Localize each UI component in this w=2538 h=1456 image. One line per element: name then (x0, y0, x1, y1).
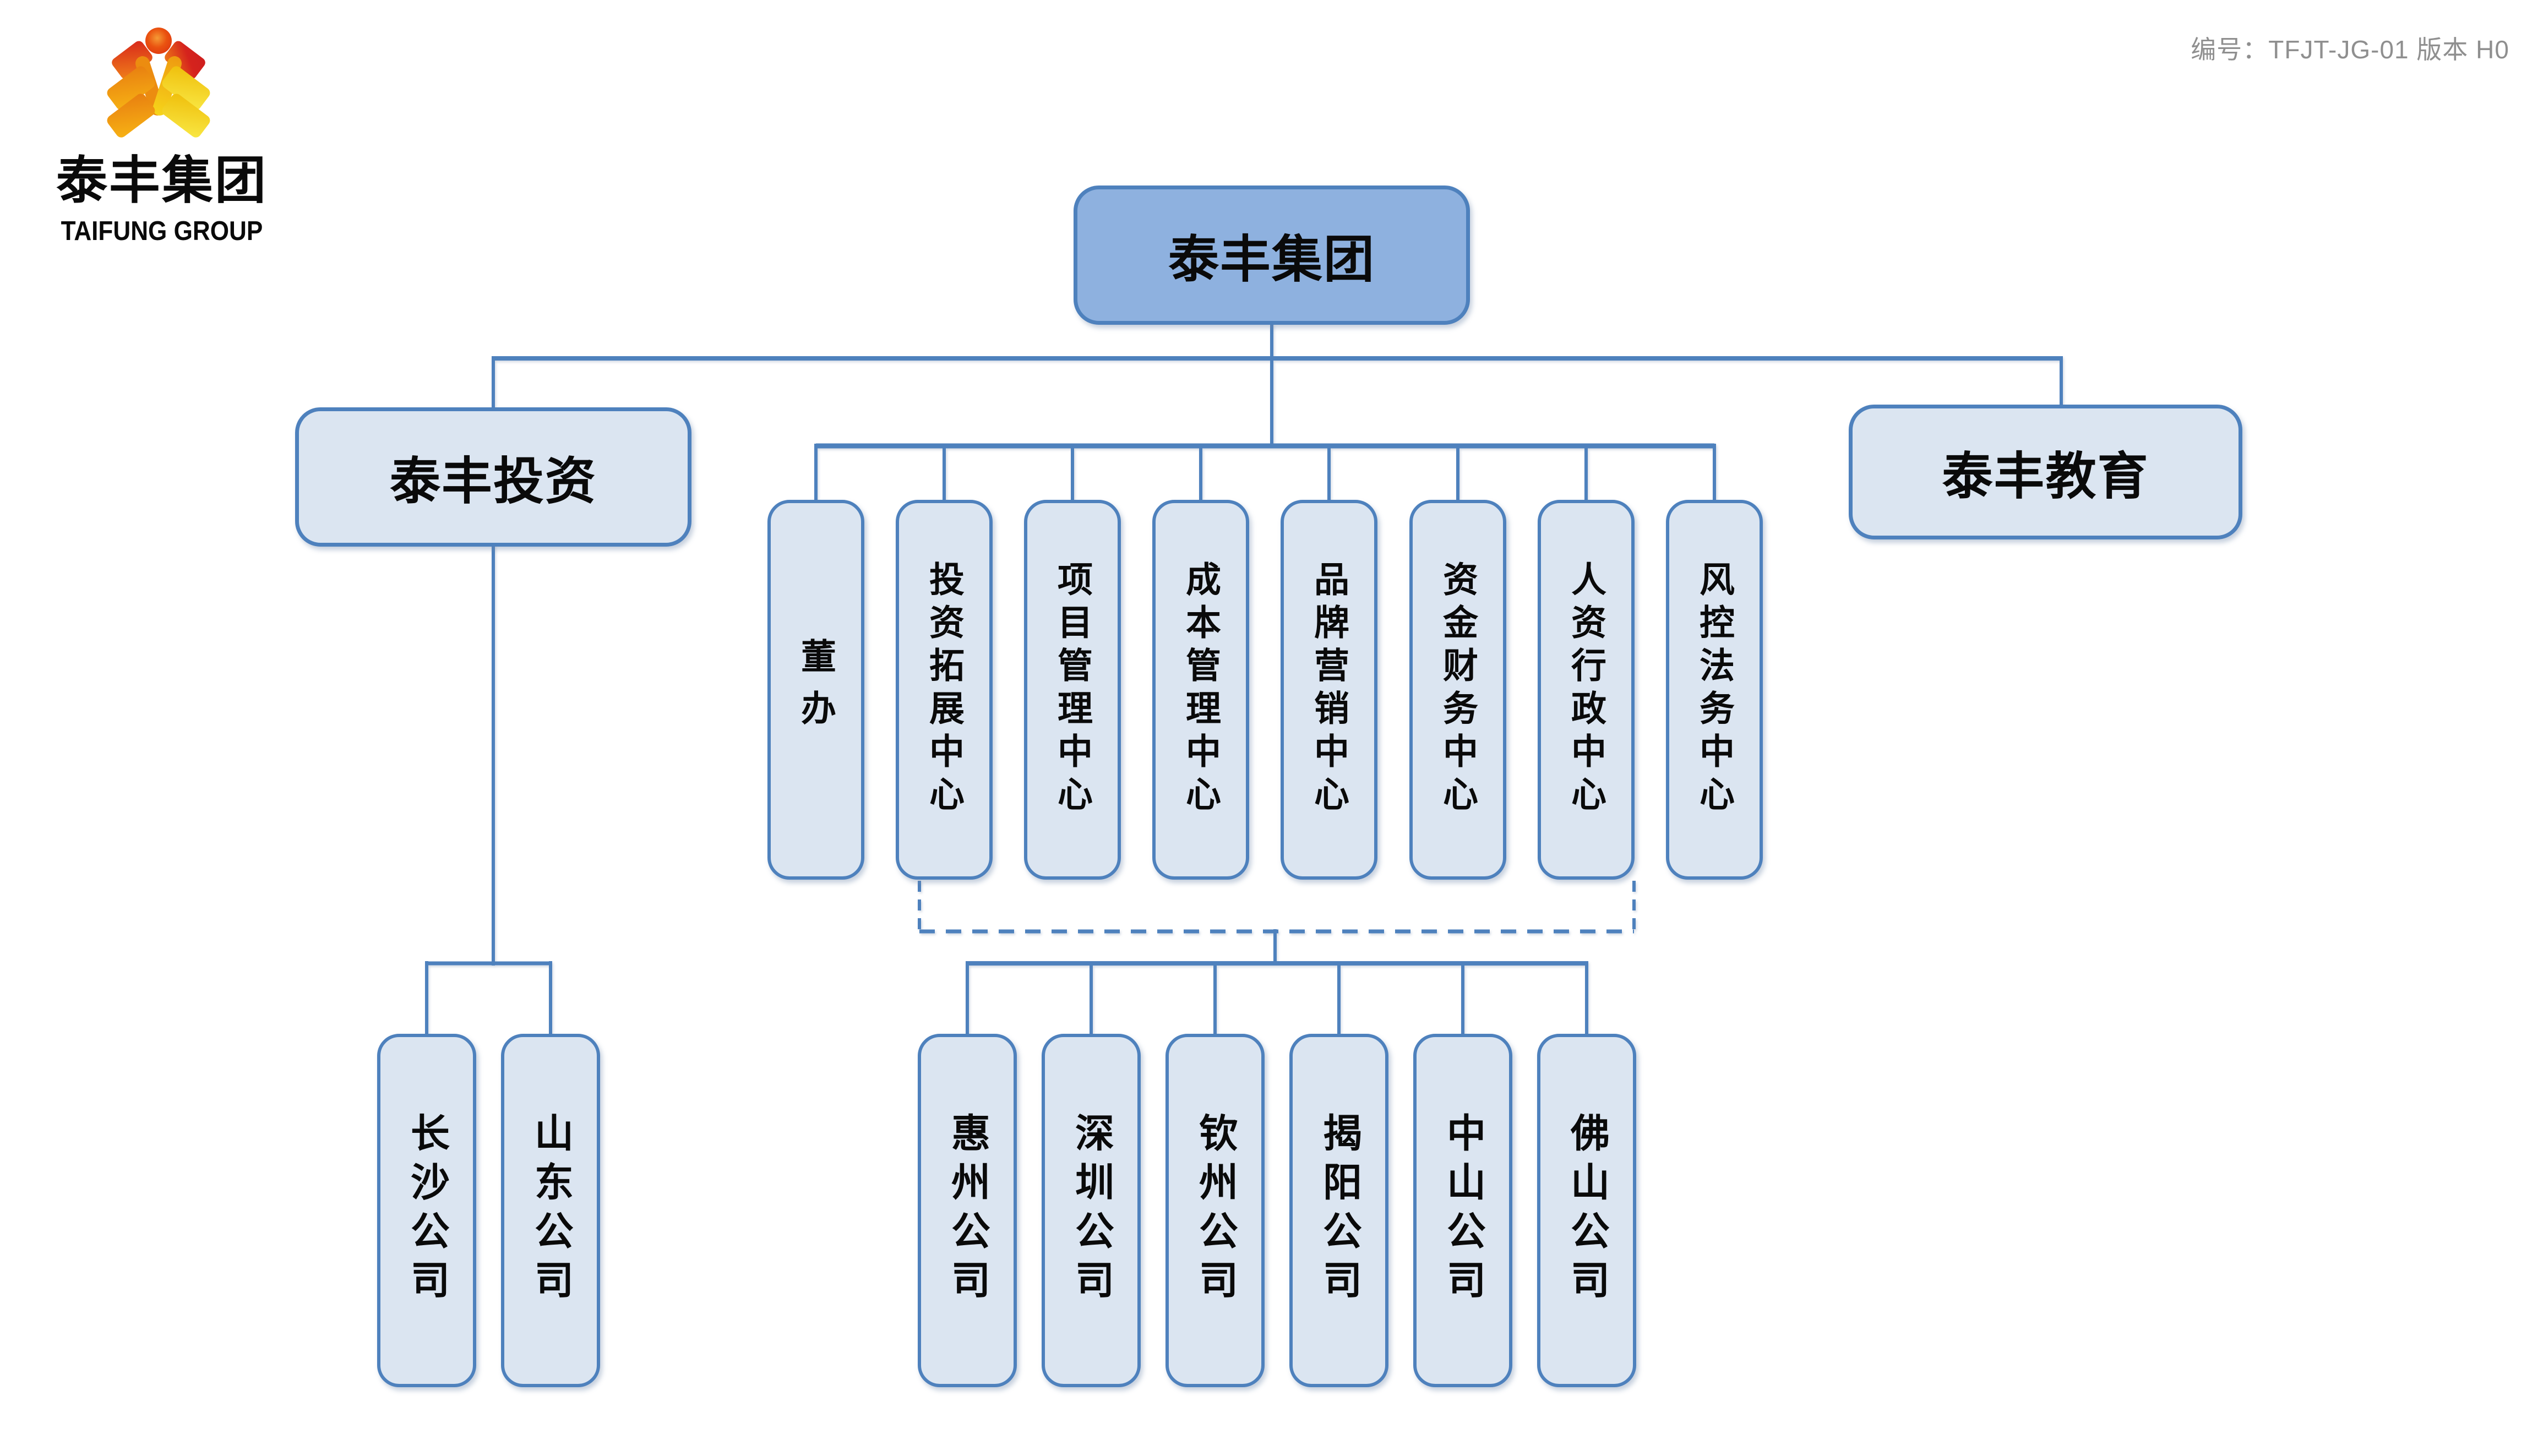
org-box-label: 风控法务中心 (1695, 561, 1734, 819)
org-box-label: 人资行政中心 (1566, 561, 1606, 819)
org-box-label: 佛山公司 (1565, 1113, 1609, 1308)
org-box-label: 惠州公司 (945, 1113, 989, 1308)
org-box-label: 资金财务中心 (1438, 561, 1478, 819)
org-box-label: 揭阳公司 (1317, 1113, 1361, 1308)
org-box-label: 山东公司 (529, 1113, 573, 1308)
org-box-center-investment-expansion: 投资拓展中心 (896, 500, 993, 880)
org-box-center-finance-treasury: 资金财务中心 (1409, 500, 1506, 880)
org-box-label: 深圳公司 (1069, 1113, 1113, 1308)
org-box-label: 钦州公司 (1193, 1113, 1237, 1308)
org-box-root-group: 泰丰集团 (1074, 186, 1470, 325)
org-box-center-project-management: 项目管理中心 (1024, 500, 1121, 880)
org-box-label: 泰丰投资 (389, 454, 597, 510)
org-box-label: 成本管理中心 (1181, 561, 1221, 819)
org-box-label: 董办 (796, 638, 836, 741)
taifung-wheat-logo-icon (107, 28, 210, 138)
org-box-label: 投资拓展中心 (924, 561, 964, 819)
org-box-center-hr-administration: 人资行政中心 (1538, 500, 1635, 880)
org-box-company-jieyang: 揭阳公司 (1289, 1034, 1388, 1387)
org-box-label: 泰丰教育 (1942, 449, 2149, 505)
org-box-label: 中山公司 (1441, 1113, 1485, 1308)
org-box-label: 项目管理中心 (1053, 561, 1092, 819)
org-box-company-foshan: 佛山公司 (1537, 1034, 1636, 1387)
org-box-company-zhongshan: 中山公司 (1413, 1034, 1512, 1387)
org-box-center-cost-management: 成本管理中心 (1152, 500, 1249, 880)
org-box-company-qinzhou: 钦州公司 (1165, 1034, 1265, 1387)
company-logo: 泰丰集团 TAIFUNG GROUP (0, 0, 341, 259)
org-box-taifeng-investment: 泰丰投资 (295, 407, 691, 547)
org-box-taifeng-education: 泰丰教育 (1849, 405, 2242, 539)
org-box-company-changsha: 长沙公司 (377, 1034, 476, 1387)
org-box-center-brand-marketing: 品牌营销中心 (1281, 500, 1377, 880)
org-box-company-shenzhen: 深圳公司 (1042, 1034, 1141, 1387)
org-box-label: 品牌营销中心 (1309, 561, 1349, 819)
org-box-center-risk-legal: 风控法务中心 (1666, 500, 1763, 880)
org-box-center-board-office: 董办 (767, 500, 864, 880)
logo-english-name: TAIFUNG GROUP (61, 216, 263, 246)
document-code-label: 编号：TFJT-JG-01 版本 H0 (2191, 35, 2509, 64)
org-box-company-shandong: 山东公司 (501, 1034, 600, 1387)
logo-chinese-name: 泰丰集团 (56, 152, 268, 209)
org-box-label: 长沙公司 (405, 1113, 449, 1308)
org-box-company-huizhou: 惠州公司 (918, 1034, 1017, 1387)
org-box-label: 泰丰集团 (1168, 232, 1375, 288)
